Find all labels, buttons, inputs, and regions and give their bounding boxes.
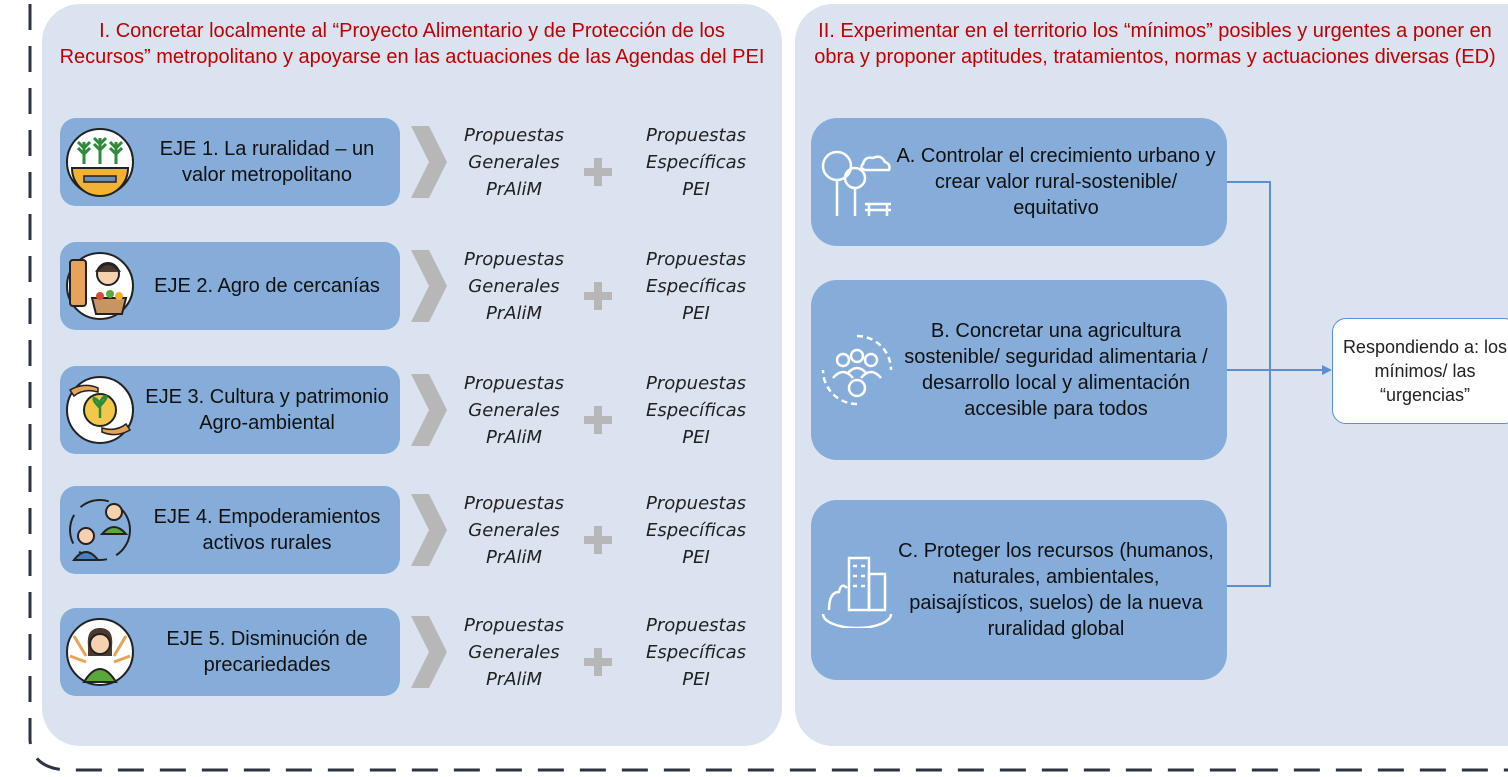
box-c-protect-resources: C. Proteger los recursos (humanos, natur…: [811, 500, 1227, 680]
box-c-label: C. Proteger los recursos (humanos, natur…: [898, 540, 1214, 640]
plus-icon: [584, 282, 612, 310]
proposal-specific-3: Propuestas Específicas PEI: [645, 373, 747, 448]
community-gear-icon: [821, 334, 893, 406]
multi-arm-woman-icon: [66, 618, 134, 686]
eje-4-label: EJE 4. Empoderamientos activos rurales: [153, 506, 381, 554]
proposal-general-5: Propuestas Generales PrAliM: [463, 615, 565, 690]
chevron-right-icon: [411, 126, 447, 198]
proposal-general-4: Propuestas Generales PrAliM: [463, 493, 565, 568]
eje-1-label: EJE 1. La ruralidad – un valor metropoli…: [159, 138, 375, 186]
eje-box-5: EJE 5. Disminución de precariedades: [60, 608, 400, 696]
eje-3-label: EJE 3. Cultura y patrimonio Agro-ambient…: [145, 386, 389, 434]
market-vendor-icon: [66, 252, 134, 320]
tree-bench-icon: [821, 150, 891, 216]
panel-title-experiment: II. Experimentar en el territorio los “m…: [814, 20, 1496, 68]
eje-2-label: EJE 2. Agro de cercanías: [154, 275, 380, 297]
plus-icon: [584, 406, 612, 434]
proposal-general-2: Propuestas Generales PrAliM: [463, 249, 565, 324]
proposal-general-3: Propuestas Generales PrAliM: [463, 373, 565, 448]
proposal-specific-1: Propuestas Específicas PEI: [645, 125, 747, 200]
result-box-urgencies: Respondiendo a: los mínimos/ las “urgenc…: [1332, 318, 1508, 424]
box-a-urban-growth: A. Controlar el crecimiento urbano y cre…: [811, 118, 1227, 246]
chevron-right-icon: [411, 374, 447, 446]
eje-5-label: EJE 5. Disminución de precariedades: [166, 628, 368, 676]
arrow-head-icon: [1322, 365, 1332, 375]
proposal-specific-4: Propuestas Específicas PEI: [645, 493, 747, 568]
proposal-general-1: Propuestas Generales PrAliM: [463, 125, 565, 200]
people-cycle-icon: [69, 499, 131, 561]
eje-box-1: EJE 1. La ruralidad – un valor metropoli…: [60, 118, 400, 206]
plus-icon: [584, 158, 612, 186]
eje-box-2: EJE 2. Agro de cercanías: [60, 242, 400, 330]
panel-local-projects: I. Concretar localmente al “Proyecto Ali…: [42, 4, 782, 746]
chevron-right-icon: [411, 616, 447, 688]
panel-title-local: I. Concretar localmente al “Proyecto Ali…: [59, 20, 765, 68]
chevron-right-icon: [411, 250, 447, 322]
proposal-specific-5: Propuestas Específicas PEI: [645, 615, 747, 690]
chevron-right-icon: [411, 494, 447, 566]
city-globe-icon: [821, 556, 893, 628]
box-b-label: B. Concretar una agricultura sostenible/…: [904, 320, 1208, 420]
box-a-label: A. Controlar el crecimiento urbano y cre…: [896, 145, 1216, 219]
eje-box-4: EJE 4. Empoderamientos activos rurales: [60, 486, 400, 574]
hands-seedling-icon: [66, 376, 134, 444]
plus-icon: [584, 648, 612, 676]
rural-gear-icon: [66, 128, 134, 197]
proposal-specific-2: Propuestas Específicas PEI: [645, 249, 747, 324]
plus-icon: [584, 526, 612, 554]
eje-box-3: EJE 3. Cultura y patrimonio Agro-ambient…: [60, 366, 400, 454]
box-b-sustainable-agriculture: B. Concretar una agricultura sostenible/…: [811, 280, 1227, 460]
